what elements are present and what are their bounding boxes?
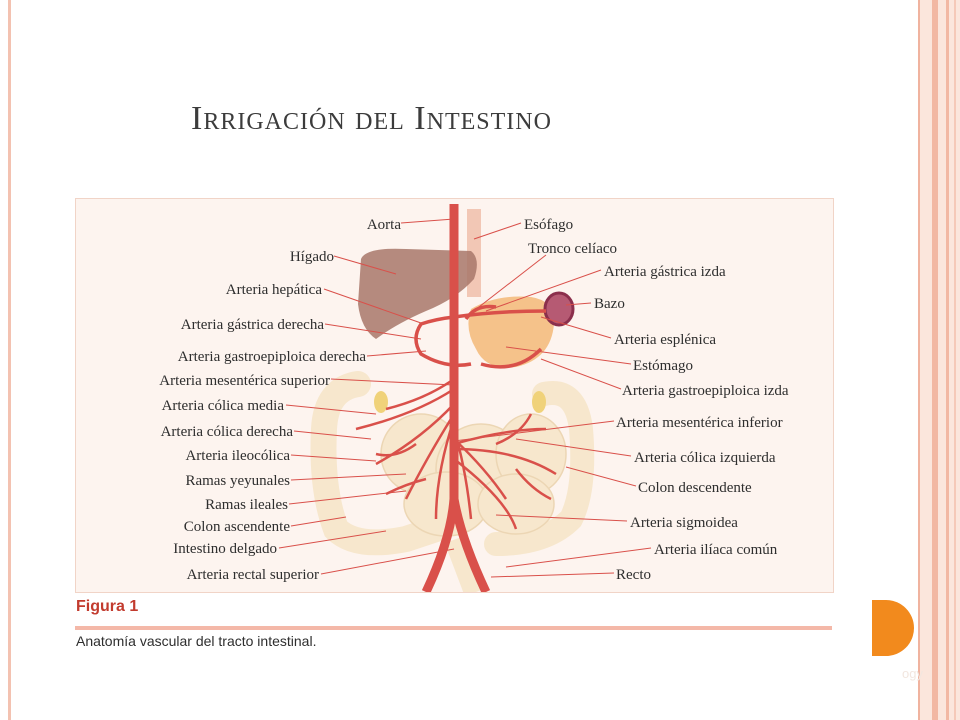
- label-estomago: Estómago: [633, 358, 693, 374]
- label-arteria-mesenterica-superior: Arteria mesentérica superior: [159, 373, 330, 389]
- figure-caption-title: Figura 1: [76, 598, 139, 615]
- label-esofago: Esófago: [524, 217, 573, 233]
- label-arteria-gastroepiploica-derecha: Arteria gastroepiploica derecha: [178, 349, 367, 365]
- label-arteria-colica-derecha: Arteria cólica derecha: [161, 424, 294, 440]
- label-arteria-colica-media: Arteria cólica media: [162, 398, 285, 414]
- label-ramas-ileales: Ramas ileales: [205, 497, 288, 513]
- label-ramas-yeyunales: Ramas yeyunales: [185, 473, 290, 489]
- label-higado: Hígado: [290, 249, 334, 265]
- label-arteria-ileocolica: Arteria ileocólica: [185, 448, 290, 464]
- figure-caption-text: Anatomía vascular del tracto intestinal.: [76, 633, 317, 649]
- caption-divider: [75, 626, 832, 630]
- liver-shape: [358, 248, 477, 339]
- decorative-half-circle-icon: [872, 600, 914, 656]
- label-arteria-iliaca-comun: Arteria ilíaca común: [654, 542, 778, 558]
- label-arteria-gastroepiploica-izda: Arteria gastroepiploica izda: [622, 383, 789, 399]
- vascular-diagram: Aorta Hígado Arteria hepática Arteria gá…: [159, 204, 789, 592]
- label-recto: Recto: [616, 567, 651, 583]
- label-arteria-colica-izquierda: Arteria cólica izquierda: [634, 450, 776, 466]
- label-arteria-gastrica-izda: Arteria gástrica izda: [604, 264, 726, 280]
- label-bazo: Bazo: [594, 296, 625, 312]
- faint-watermark-text: ogy: [902, 666, 923, 681]
- slide-title: Irrigación del Intestino: [191, 100, 552, 137]
- label-arteria-gastrica-derecha: Arteria gástrica derecha: [181, 317, 325, 333]
- label-arteria-esplenica: Arteria esplénica: [614, 332, 716, 348]
- slide-border-left: [8, 0, 11, 720]
- label-colon-descendente: Colon descendente: [638, 480, 752, 496]
- label-arteria-hepatica: Arteria hepática: [226, 282, 323, 298]
- anatomy-figure: Aorta Hígado Arteria hepática Arteria gá…: [75, 198, 834, 593]
- spleen-shape: [543, 291, 575, 327]
- label-intestino-delgado: Intestino delgado: [173, 541, 277, 557]
- label-colon-ascendente: Colon ascendente: [184, 519, 291, 535]
- label-tronco-celiaco: Tronco celíaco: [528, 241, 617, 257]
- slide-border-right: [918, 0, 960, 720]
- label-arteria-rectal-superior: Arteria rectal superior: [187, 567, 319, 583]
- colon-shape: [310, 371, 449, 556]
- label-arteria-sigmoidea: Arteria sigmoidea: [630, 515, 738, 531]
- label-aorta: Aorta: [367, 217, 401, 233]
- label-arteria-mesenterica-inferior: Arteria mesentérica inferior: [616, 415, 783, 431]
